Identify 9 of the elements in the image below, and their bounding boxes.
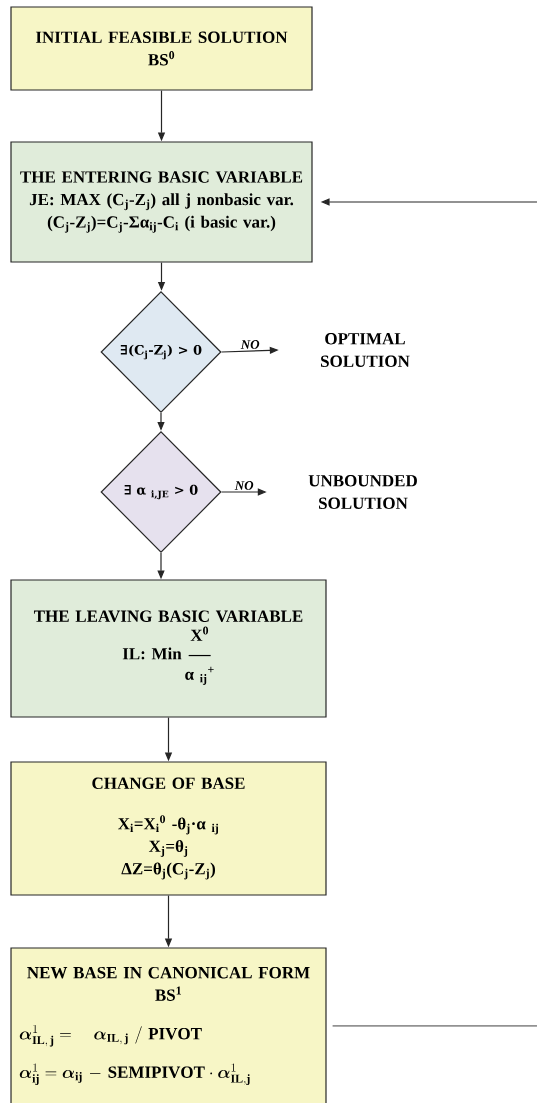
outcome-text: UNBOUNDED SOLUTION (308, 475, 417, 509)
process-box: CHANGE OF BASE X$_{i}$=X$_{i}$$^{0}$ -θ$_{j}$·α $_{ij}$ X$_{j}$=θ$_{j}$ ΔZ=θ$_{j}$(C$_{j}$-Z$_{j}$) (10, 761, 327, 896)
process-box: THE LEAVING BASIC VARIABLE X$^{0}$ IL: Min α $_{ij}$+ (10, 579, 327, 718)
process-box: NEW BASE IN CANONICAL FORM BS$^{1}$ $\bm{\alpha}^{1}_{\mathbf{IL,\,j}} = \quad \bm{\alpha}_{\mathbf{IL,\,j}}\ \mathbf{/\ PIVOT}$ $\bm{\alpha}^{1}_{\mathbf{ij}}=\bm{\alpha}_{\mathbf{ij}}\ \mathbf{-\ SEMIPIVOT}\cdot\bm{\alpha}^{1}_{\mathbf{IL,j}}$ (10, 947, 327, 1103)
edge-label: NO (239, 339, 261, 350)
outcome-text: OPTIMAL SOLUTION (321, 333, 410, 367)
edge-label: NO (233, 480, 255, 491)
process-box: INITIAL FEASIBLE SOLUTION BS$^{0}$ (10, 6, 313, 91)
process-box: THE ENTERING BASIC VARIABLE JE: MAX (C$_{j}$-Z$_{j}$) all j nonbasic var. (C$_{j}$-Z$_{j}$)=C$_{j}$-Σα$_{ij}$-C$_{i}$ (i basic var.) (10, 141, 313, 263)
